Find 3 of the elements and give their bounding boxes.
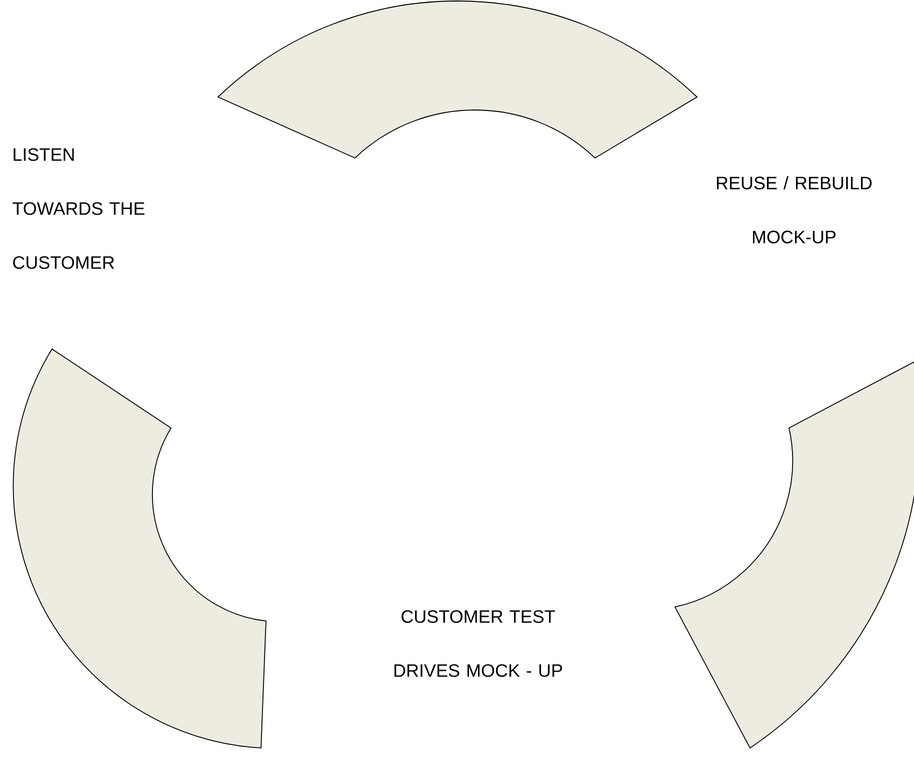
label-text: LISTEN TOWARDS THE CUSTOMER	[12, 148, 144, 269]
label-text: CUSTOMER TEST DRIVES MOCK - UP	[394, 610, 562, 677]
label-text: REUSE / REBUILD MOCK-UP	[716, 176, 872, 244]
